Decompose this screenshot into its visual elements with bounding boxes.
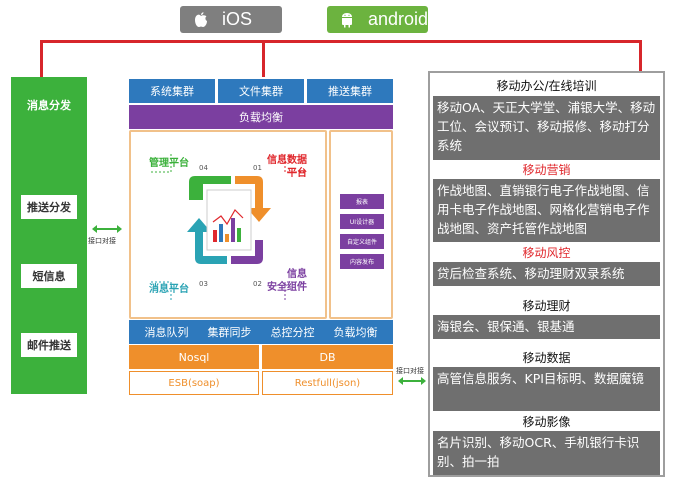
left-interface-label: 接口对接 xyxy=(88,237,116,245)
message-distribution-column: 消息分发 推送分发 短信息 邮件推送 xyxy=(11,77,87,394)
section-title-risk: 移动风控 xyxy=(522,246,571,260)
platform-cycle-graphic xyxy=(151,152,305,302)
android-badge: android xyxy=(327,6,428,33)
connector-line-center xyxy=(262,40,265,77)
db-box: DB xyxy=(262,345,393,369)
service-row: 消息队列 集群同步 总控分控 负载均衡 xyxy=(129,320,393,344)
section-body-marketing: 作战地图、直销银行电子作战地图、信用卡电子作战地图、网格化营销电子作战地图、资产… xyxy=(433,179,660,242)
security-component-num: 02 xyxy=(253,280,262,288)
email-push-item: 邮件推送 xyxy=(21,333,77,357)
ui-designer-tool: UI设计器 xyxy=(340,214,384,229)
master-branch-control-label: 总控分控 xyxy=(270,326,315,339)
section-title-wealth: 移动理财 xyxy=(522,299,571,313)
ios-label: iOS xyxy=(222,9,253,29)
connector-line-left xyxy=(40,40,43,77)
android-label: android xyxy=(367,9,428,29)
info-data-platform-label: 信息数据 平台 xyxy=(267,155,307,179)
content-publish-tool: 内容发布 xyxy=(340,254,384,269)
load-balance-bar: 负载均衡 xyxy=(129,105,393,129)
android-icon xyxy=(335,12,360,28)
custom-component-tool: 自定义组件 xyxy=(340,234,384,249)
push-cluster: 推送集群 xyxy=(307,79,393,103)
ios-badge: iOS xyxy=(180,6,282,33)
architecture-diagram: 系统集群 文件集群 推送集群 负载均衡 管理平 xyxy=(127,77,395,398)
security-component-label: 信息 安全组件 xyxy=(267,269,307,293)
section-title-marketing: 移动营销 xyxy=(522,163,571,177)
nosql-box: Nosql xyxy=(129,345,259,369)
connector-line-right xyxy=(639,40,642,71)
info-data-platform-num: 01 xyxy=(253,164,262,172)
platform-frame: 管理平台 04 信息数据 平台 01 消息平台 03 信息 安全组件 02 xyxy=(129,130,327,319)
apple-icon xyxy=(188,11,214,28)
report-tool: 报表 xyxy=(340,194,384,209)
section-body-imaging: 名片识别、移动OCR、手机银行卡识别、拍一拍 xyxy=(433,431,660,475)
right-interface-label: 接口对接 xyxy=(396,367,424,375)
push-platform-num: 03 xyxy=(199,280,208,288)
manage-platform-num: 04 xyxy=(199,164,208,172)
left-title: 消息分发 xyxy=(27,99,71,112)
left-interface-arrow xyxy=(92,225,122,233)
system-cluster: 系统集群 xyxy=(129,79,215,103)
sms-item: 短信息 xyxy=(21,264,77,288)
cluster-sync-label: 集群同步 xyxy=(207,326,252,339)
section-title-imaging: 移动影像 xyxy=(522,415,571,429)
mobile-apps-panel: 移动办公/在线培训 移动OA、天正大学堂、浦银大学、移动工位、会议预订、移动报修… xyxy=(428,71,665,477)
right-interface-arrow xyxy=(398,377,426,385)
file-cluster: 文件集群 xyxy=(218,79,304,103)
connector-line-top xyxy=(40,40,642,43)
restfull-json-box: Restfull(json) xyxy=(262,371,393,395)
tools-column: 报表 UI设计器 自定义组件 内容发布 xyxy=(329,130,393,319)
section-body-office: 移动OA、天正大学堂、浦银大学、移动工位、会议预订、移动报修、移动打分系统 xyxy=(433,96,660,160)
service-load-balance-label: 负载均衡 xyxy=(333,326,378,339)
section-body-wealth: 海银会、银保通、银基通 xyxy=(433,315,660,339)
push-distribution-item: 推送分发 xyxy=(21,195,77,219)
section-body-risk: 贷后检查系统、移动理财双录系统 xyxy=(433,262,660,286)
section-body-data: 高管信息服务、KPI目标明、数据魔镜 xyxy=(433,367,660,411)
section-title-data: 移动数据 xyxy=(522,351,571,365)
push-platform-label: 消息平台 xyxy=(149,284,189,295)
esb-soap-box: ESB(soap) xyxy=(129,371,259,395)
section-title-office: 移动办公/在线培训 xyxy=(496,79,597,93)
manage-platform-label: 管理平台 xyxy=(149,158,189,169)
message-queue-label: 消息队列 xyxy=(144,326,189,339)
